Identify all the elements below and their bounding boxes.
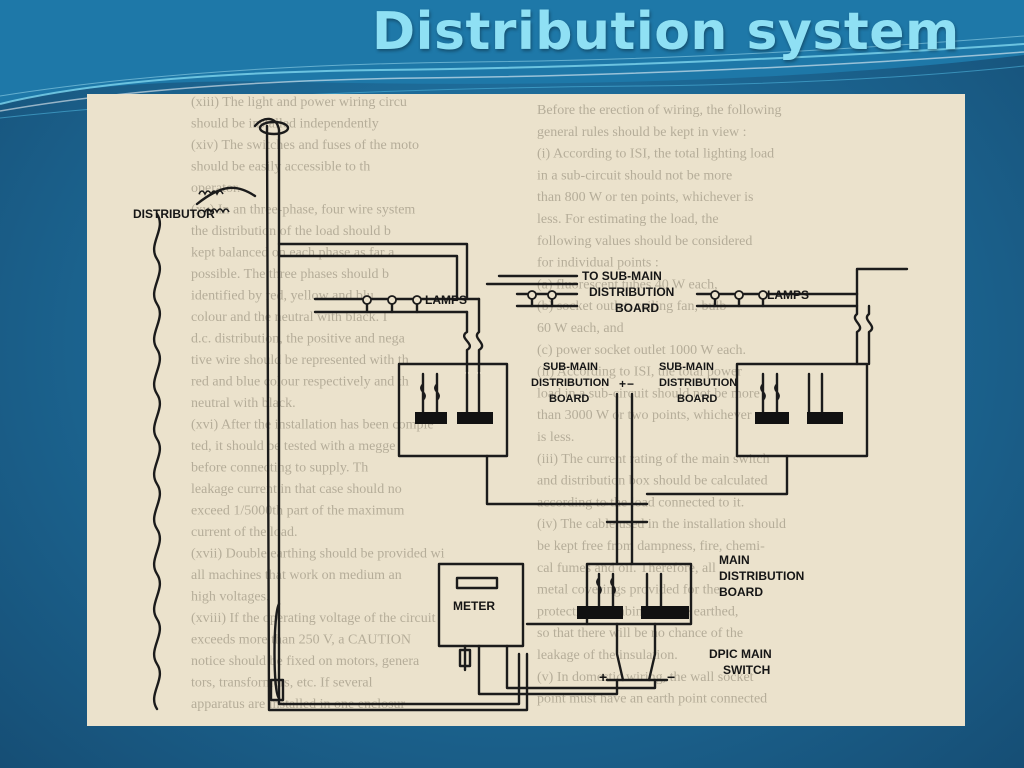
- background-text-line: is less.: [537, 430, 574, 445]
- lamp-circles: [362, 290, 768, 305]
- distributor-coils: [198, 190, 230, 214]
- label-sub-main-right-2: DISTRIBUTION: [659, 377, 737, 389]
- background-text-line: point must have an earth point connected: [537, 692, 767, 707]
- label-sub-main-left-1: SUB-MAIN: [543, 361, 598, 373]
- background-text-line: and distribution box should be calculate…: [537, 474, 768, 489]
- busbars: [415, 412, 843, 619]
- background-text-line: d.c. distribution, the positive and nega: [191, 332, 406, 347]
- label-dpic-1: DPIC MAIN: [709, 647, 772, 661]
- label-feed-minus: −: [627, 377, 634, 391]
- background-text-line: (xviii) If the operating voltage of the …: [191, 611, 436, 626]
- background-text-left: (xiii) The light and power wiring circu s…: [191, 95, 445, 712]
- label-main-db-1: MAIN: [719, 553, 750, 567]
- background-text-line: (a) fluorescent tubes 40 W each,: [537, 277, 718, 292]
- background-text-line: metal coverings provided for the: [537, 583, 720, 598]
- background-text-line: for individual points :: [537, 256, 659, 271]
- background-text-line: tive wire should be represented with th: [191, 353, 409, 368]
- background-text-line: all machines that work on medium an: [191, 568, 402, 583]
- wiring-lines: [152, 117, 909, 712]
- background-text-line: in a sub-circuit should not be more: [537, 168, 732, 183]
- background-text-line: (xiii) The light and power wiring circu: [191, 95, 407, 110]
- label-plus: +: [599, 669, 607, 685]
- label-lamps-right: LAMPS: [767, 288, 809, 302]
- background-text-line: red and blue colour respectively and th: [191, 375, 409, 390]
- background-text-line: identified by red, yellow and blu: [191, 289, 374, 304]
- background-text-line: (b) socket outlet, ceiling fan, bulb: [537, 299, 726, 314]
- label-lamps-left: LAMPS: [425, 293, 467, 307]
- background-text-line: (v) In domestic wiring, the wall socket: [537, 670, 754, 685]
- label-main-db-3: BOARD: [719, 585, 763, 599]
- background-text-line: (c) power socket outlet 1000 W each.: [537, 343, 746, 358]
- background-text-line: than 3000 W or two points, whichever: [537, 408, 752, 423]
- background-text-line: general rules should be kept in view :: [537, 125, 747, 140]
- background-text-line: the distribution of the load should b: [191, 224, 391, 239]
- background-text-line: so that there will be no chance of the: [537, 626, 743, 641]
- label-main-db-2: DISTRIBUTION: [719, 569, 804, 583]
- background-text-line: Before the erection of wiring, the follo…: [537, 103, 782, 118]
- background-text-line: leakage of the insulation.: [537, 648, 678, 663]
- wiring-diagram-photo: (xiii) The light and power wiring circu s…: [87, 94, 965, 726]
- label-meter: METER: [453, 599, 495, 613]
- label-sub-main-left-2: DISTRIBUTION: [531, 377, 609, 389]
- background-text-line: (xvi) After the installation has been co…: [191, 418, 434, 433]
- background-text-line: than 800 W or ten points, whichever is: [537, 190, 753, 205]
- label-sub-main-right-1: SUB-MAIN: [659, 361, 714, 373]
- background-text-line: be kept free from dampness, fire, chemi-: [537, 539, 765, 554]
- background-text-line: protection of cabin must be earthed,: [537, 604, 738, 619]
- background-text-line: (xv) In an three-phase, four wire system: [191, 203, 415, 218]
- label-to-sub-main-1: TO SUB-MAIN: [582, 269, 662, 283]
- label-minus: −: [667, 669, 675, 685]
- background-text-line: ted, it should be tested with a megge: [191, 439, 396, 454]
- slide-title: Distribution system: [372, 2, 960, 62]
- background-text-line: (xvii) Double earthing should be provide…: [191, 547, 445, 562]
- background-text-line: 60 W each, and: [537, 321, 624, 336]
- background-text-line: notice should be fixed on motors, genera: [191, 654, 420, 669]
- diagram-labels: DISTRIBUTOR LAMPS LAMPS TO SUB-MAIN DIST…: [133, 207, 809, 685]
- fuse-coils: [420, 383, 780, 595]
- background-text-line: (ii) According to ISI, the total power: [537, 365, 742, 380]
- label-sub-main-left-3: BOARD: [549, 393, 589, 405]
- background-text-line: (xiv) The switches and fuses of the moto: [191, 138, 419, 153]
- label-to-sub-main-2: DISTRIBUTION: [589, 285, 674, 299]
- background-text-line: following values should be considered: [537, 234, 752, 249]
- background-text-line: (iii) The current rating of the main swi…: [537, 452, 770, 467]
- background-text-line: (iv) The cable used in the installation …: [537, 517, 786, 532]
- label-distributor: DISTRIBUTOR: [133, 207, 215, 221]
- background-text-line: high voltages.: [191, 590, 270, 605]
- background-text-line: current of the load.: [191, 525, 298, 540]
- background-text-line: possible. The three phases should b: [191, 267, 389, 282]
- background-text-line: exceeds more than 250 V, a CAUTION: [191, 633, 411, 648]
- label-sub-main-right-3: BOARD: [677, 393, 717, 405]
- background-text-line: should be easily accessible to th: [191, 160, 370, 175]
- background-text-line: kept balanced on each phase as far a: [191, 246, 395, 261]
- label-feed-plus: +: [619, 377, 626, 391]
- background-text-line: exceed 1/5000th part of the maximum: [191, 504, 405, 519]
- background-text-right: Before the erection of wiring, the follo…: [537, 103, 786, 707]
- background-text-line: load in a sub-circuit should not be more: [537, 386, 760, 401]
- label-dpic-2: SWITCH: [723, 663, 770, 677]
- wiring-diagram: (xiii) The light and power wiring circu s…: [133, 95, 909, 712]
- background-text-line: (i) According to ISI, the total lighting…: [537, 147, 774, 162]
- header-wave-decoration: [0, 0, 1024, 119]
- background-text-line: less. For estimating the load, the: [537, 212, 719, 227]
- background-text-line: neutral with black.: [191, 396, 296, 411]
- background-text-line: leakage current in that case should no: [191, 482, 402, 497]
- label-to-sub-main-3: BOARD: [615, 301, 659, 315]
- background-text-line: colour and the neutral with black. I: [191, 310, 388, 325]
